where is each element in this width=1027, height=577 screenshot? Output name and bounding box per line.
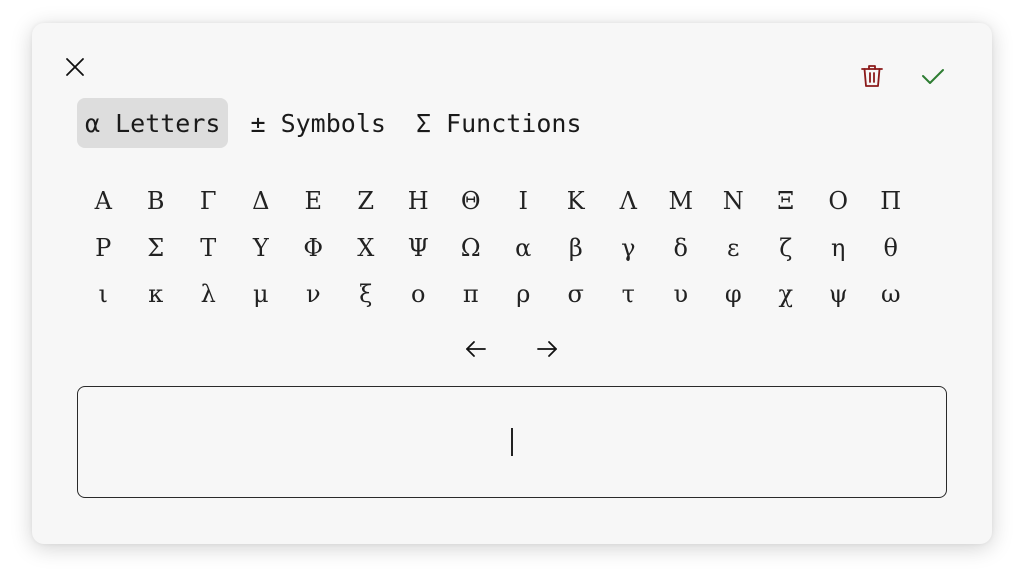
letter-key[interactable]: Υ xyxy=(252,233,269,262)
confirm-button[interactable] xyxy=(918,61,948,91)
letter-key[interactable]: β xyxy=(568,233,583,262)
next-page-button[interactable] xyxy=(529,333,565,365)
symbol-picker-dialog: α Letters ± Symbols Σ Functions Α Β Γ Δ Ε Ζ Η Θ… xyxy=(32,23,992,544)
trash-icon xyxy=(861,65,883,87)
letter-key[interactable]: Ρ xyxy=(95,233,112,262)
letter-key[interactable]: υ xyxy=(673,280,689,309)
tab-symbols[interactable]: ± Symbols xyxy=(250,108,386,138)
letter-key[interactable]: Σ xyxy=(147,233,165,262)
letter-key[interactable]: Ε xyxy=(304,187,323,216)
letter-key[interactable]: ν xyxy=(305,280,321,309)
previous-page-button[interactable] xyxy=(458,333,494,365)
letter-key[interactable]: Ο xyxy=(828,187,849,216)
letter-key[interactable]: μ xyxy=(252,280,269,309)
letter-key[interactable]: ι xyxy=(98,280,108,309)
arrow-left-icon xyxy=(466,341,486,357)
delete-button[interactable] xyxy=(857,61,887,91)
close-icon xyxy=(66,58,84,76)
letter-key[interactable]: λ xyxy=(200,280,216,309)
letter-key[interactable]: Δ xyxy=(252,187,270,216)
letter-key[interactable]: ψ xyxy=(828,280,848,309)
letter-key[interactable]: Ψ xyxy=(407,233,429,262)
letter-key[interactable]: τ xyxy=(621,280,635,309)
letter-key[interactable]: Κ xyxy=(566,187,585,216)
letter-key[interactable]: Θ xyxy=(460,187,481,216)
letter-key[interactable]: Τ xyxy=(200,233,217,262)
letter-key[interactable]: γ xyxy=(621,233,636,262)
tab-letters[interactable]: α Letters xyxy=(77,98,229,148)
letter-key[interactable]: ω xyxy=(880,280,901,309)
letter-key[interactable]: Β xyxy=(146,187,165,216)
letter-key[interactable]: ξ xyxy=(359,280,373,309)
category-tabs: α Letters ± Symbols Σ Functions xyxy=(77,98,590,148)
letter-key[interactable]: Ξ xyxy=(777,187,795,216)
letter-key[interactable]: ο xyxy=(411,280,426,309)
letter-key[interactable]: η xyxy=(831,233,846,262)
close-button[interactable] xyxy=(62,54,90,82)
text-caret xyxy=(511,428,513,456)
letter-key[interactable]: Χ xyxy=(357,233,375,262)
letter-key[interactable]: Μ xyxy=(668,187,694,216)
letter-key[interactable]: Ζ xyxy=(357,187,375,216)
letter-key[interactable]: Λ xyxy=(619,187,637,216)
letter-key[interactable]: φ xyxy=(724,280,742,309)
letter-key[interactable]: ζ xyxy=(779,233,793,262)
letter-key[interactable]: Α xyxy=(94,187,112,216)
letter-key[interactable]: Γ xyxy=(199,187,217,216)
letter-key[interactable]: Ω xyxy=(460,233,481,262)
letter-key[interactable]: Φ xyxy=(303,233,324,262)
letter-key[interactable]: π xyxy=(462,280,479,309)
letter-key[interactable]: Π xyxy=(880,187,902,216)
math-input-field[interactable] xyxy=(77,386,947,498)
letter-key[interactable]: α xyxy=(515,233,532,262)
letter-key[interactable]: χ xyxy=(778,280,794,309)
tab-functions[interactable]: Σ Functions xyxy=(415,108,582,138)
letter-key[interactable]: δ xyxy=(673,233,688,262)
letter-key[interactable]: κ xyxy=(148,280,164,309)
letter-key[interactable]: ε xyxy=(727,233,740,262)
letter-key[interactable]: σ xyxy=(567,280,584,309)
letter-key[interactable]: θ xyxy=(883,233,898,262)
check-icon xyxy=(922,69,944,84)
letter-key[interactable]: Ν xyxy=(722,187,744,216)
letter-key[interactable]: Η xyxy=(407,187,429,216)
letter-key[interactable]: Ι xyxy=(518,187,528,216)
arrow-right-icon xyxy=(537,341,557,357)
letter-key[interactable]: ρ xyxy=(516,280,531,309)
